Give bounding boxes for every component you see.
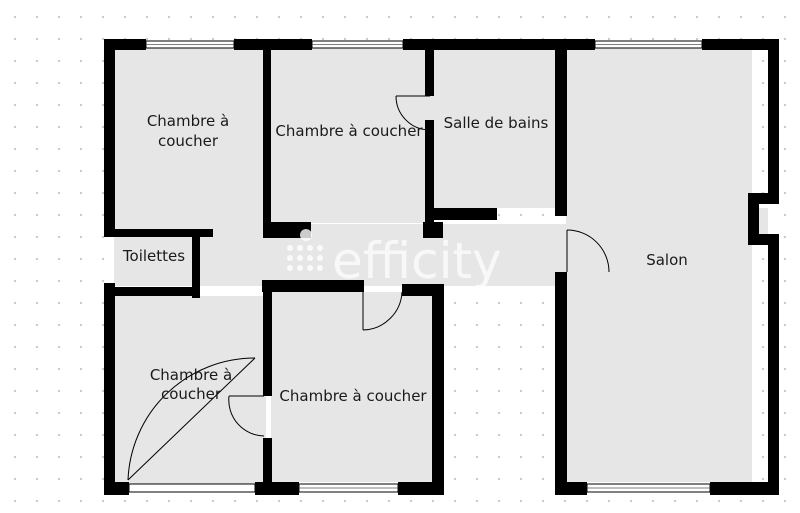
label-bedroom-bottom-left-line1: Chambre à: [150, 366, 232, 384]
label-bedroom-top-left-line1: Chambre à: [147, 112, 229, 130]
window-living-top: [594, 40, 703, 49]
door-bedroom-bottom-left: [127, 357, 256, 481]
floor-bedroom-top-mid: [271, 48, 431, 223]
wall-bed3-bed4-lower: [263, 438, 272, 495]
wall-top-a: [104, 39, 146, 50]
wall-bottom-b: [255, 482, 299, 495]
wall-bed4-top: [262, 280, 364, 292]
floor-bathroom: [431, 48, 556, 208]
wall-bed2-bath: [425, 48, 434, 96]
wall-toilets-right: [192, 236, 200, 298]
wall-left-lower: [104, 283, 115, 495]
label-bedroom-top-left-line2: coucher: [158, 132, 219, 150]
wall-top-e: [702, 39, 779, 50]
wall-bed3-bed4-upper: [263, 280, 272, 396]
wall-bed1-bottom: [113, 229, 213, 237]
label-bedroom-top-mid: Chambre à coucher: [275, 122, 423, 140]
door-bathroom: [395, 95, 431, 131]
floor-bedroom-top-left: [114, 48, 264, 232]
wall-right-nook-inner: [748, 193, 759, 243]
label-bedroom-bottom-mid: Chambre à coucher: [279, 387, 427, 405]
room-labels: Chambre à coucher Chambre à coucher Sall…: [122, 112, 688, 405]
window-living-bottom: [586, 483, 711, 493]
wall-right-nook-top: [748, 193, 779, 204]
floor-bedroom-bottom-mid: [271, 292, 433, 482]
wall-salon-left-lower: [555, 272, 567, 495]
wall-right-lower: [768, 234, 779, 495]
watermark-logo-text: efficity: [332, 232, 502, 290]
watermark-logo-dot: [300, 229, 312, 241]
floor-bedroom-bottom-left: [114, 296, 266, 486]
window-bedroom-top-left: [145, 40, 235, 49]
door-bedroom-bottom-mid: [362, 291, 403, 331]
wall-toilets-bottom: [113, 287, 200, 296]
label-bathroom: Salle de bains: [444, 114, 549, 132]
wall-bed4-right: [432, 284, 444, 495]
walls: [104, 39, 779, 495]
label-bedroom-bottom-left-line2: coucher: [161, 385, 222, 403]
efficity-watermark: efficity: [287, 229, 502, 290]
door-living-room: [566, 229, 610, 273]
windows: [128, 40, 711, 493]
wall-bath-salon: [555, 48, 567, 216]
door-bedroom-bottom-mid-side: [228, 395, 265, 437]
wall-bath-bottom: [431, 208, 497, 220]
doors: [127, 95, 610, 481]
wall-right-upper: [768, 39, 779, 200]
window-bedroom-bottom-mid: [298, 483, 399, 493]
label-living-room: Salon: [646, 251, 688, 269]
floor-toilets: [114, 240, 196, 286]
wall-top-d: [517, 39, 595, 50]
wall-bottom-a: [104, 482, 129, 495]
wall-bed1-bed2: [263, 48, 271, 238]
label-toilets: Toilettes: [122, 247, 185, 265]
wall-top-c: [403, 39, 520, 50]
watermark-logo-icon: [287, 245, 323, 271]
wall-bottom-e: [710, 482, 779, 495]
window-bedroom-bottom-left: [128, 483, 256, 493]
wall-right-nook-bottom: [748, 234, 779, 245]
wall-bed2-bottom-a: [263, 222, 311, 238]
wall-top-b: [234, 39, 312, 50]
floor-living-room: [566, 48, 752, 482]
window-bedroom-top-mid: [311, 40, 404, 49]
wall-bed2-bath-lower: [425, 120, 434, 230]
wall-left-upper: [104, 39, 115, 237]
